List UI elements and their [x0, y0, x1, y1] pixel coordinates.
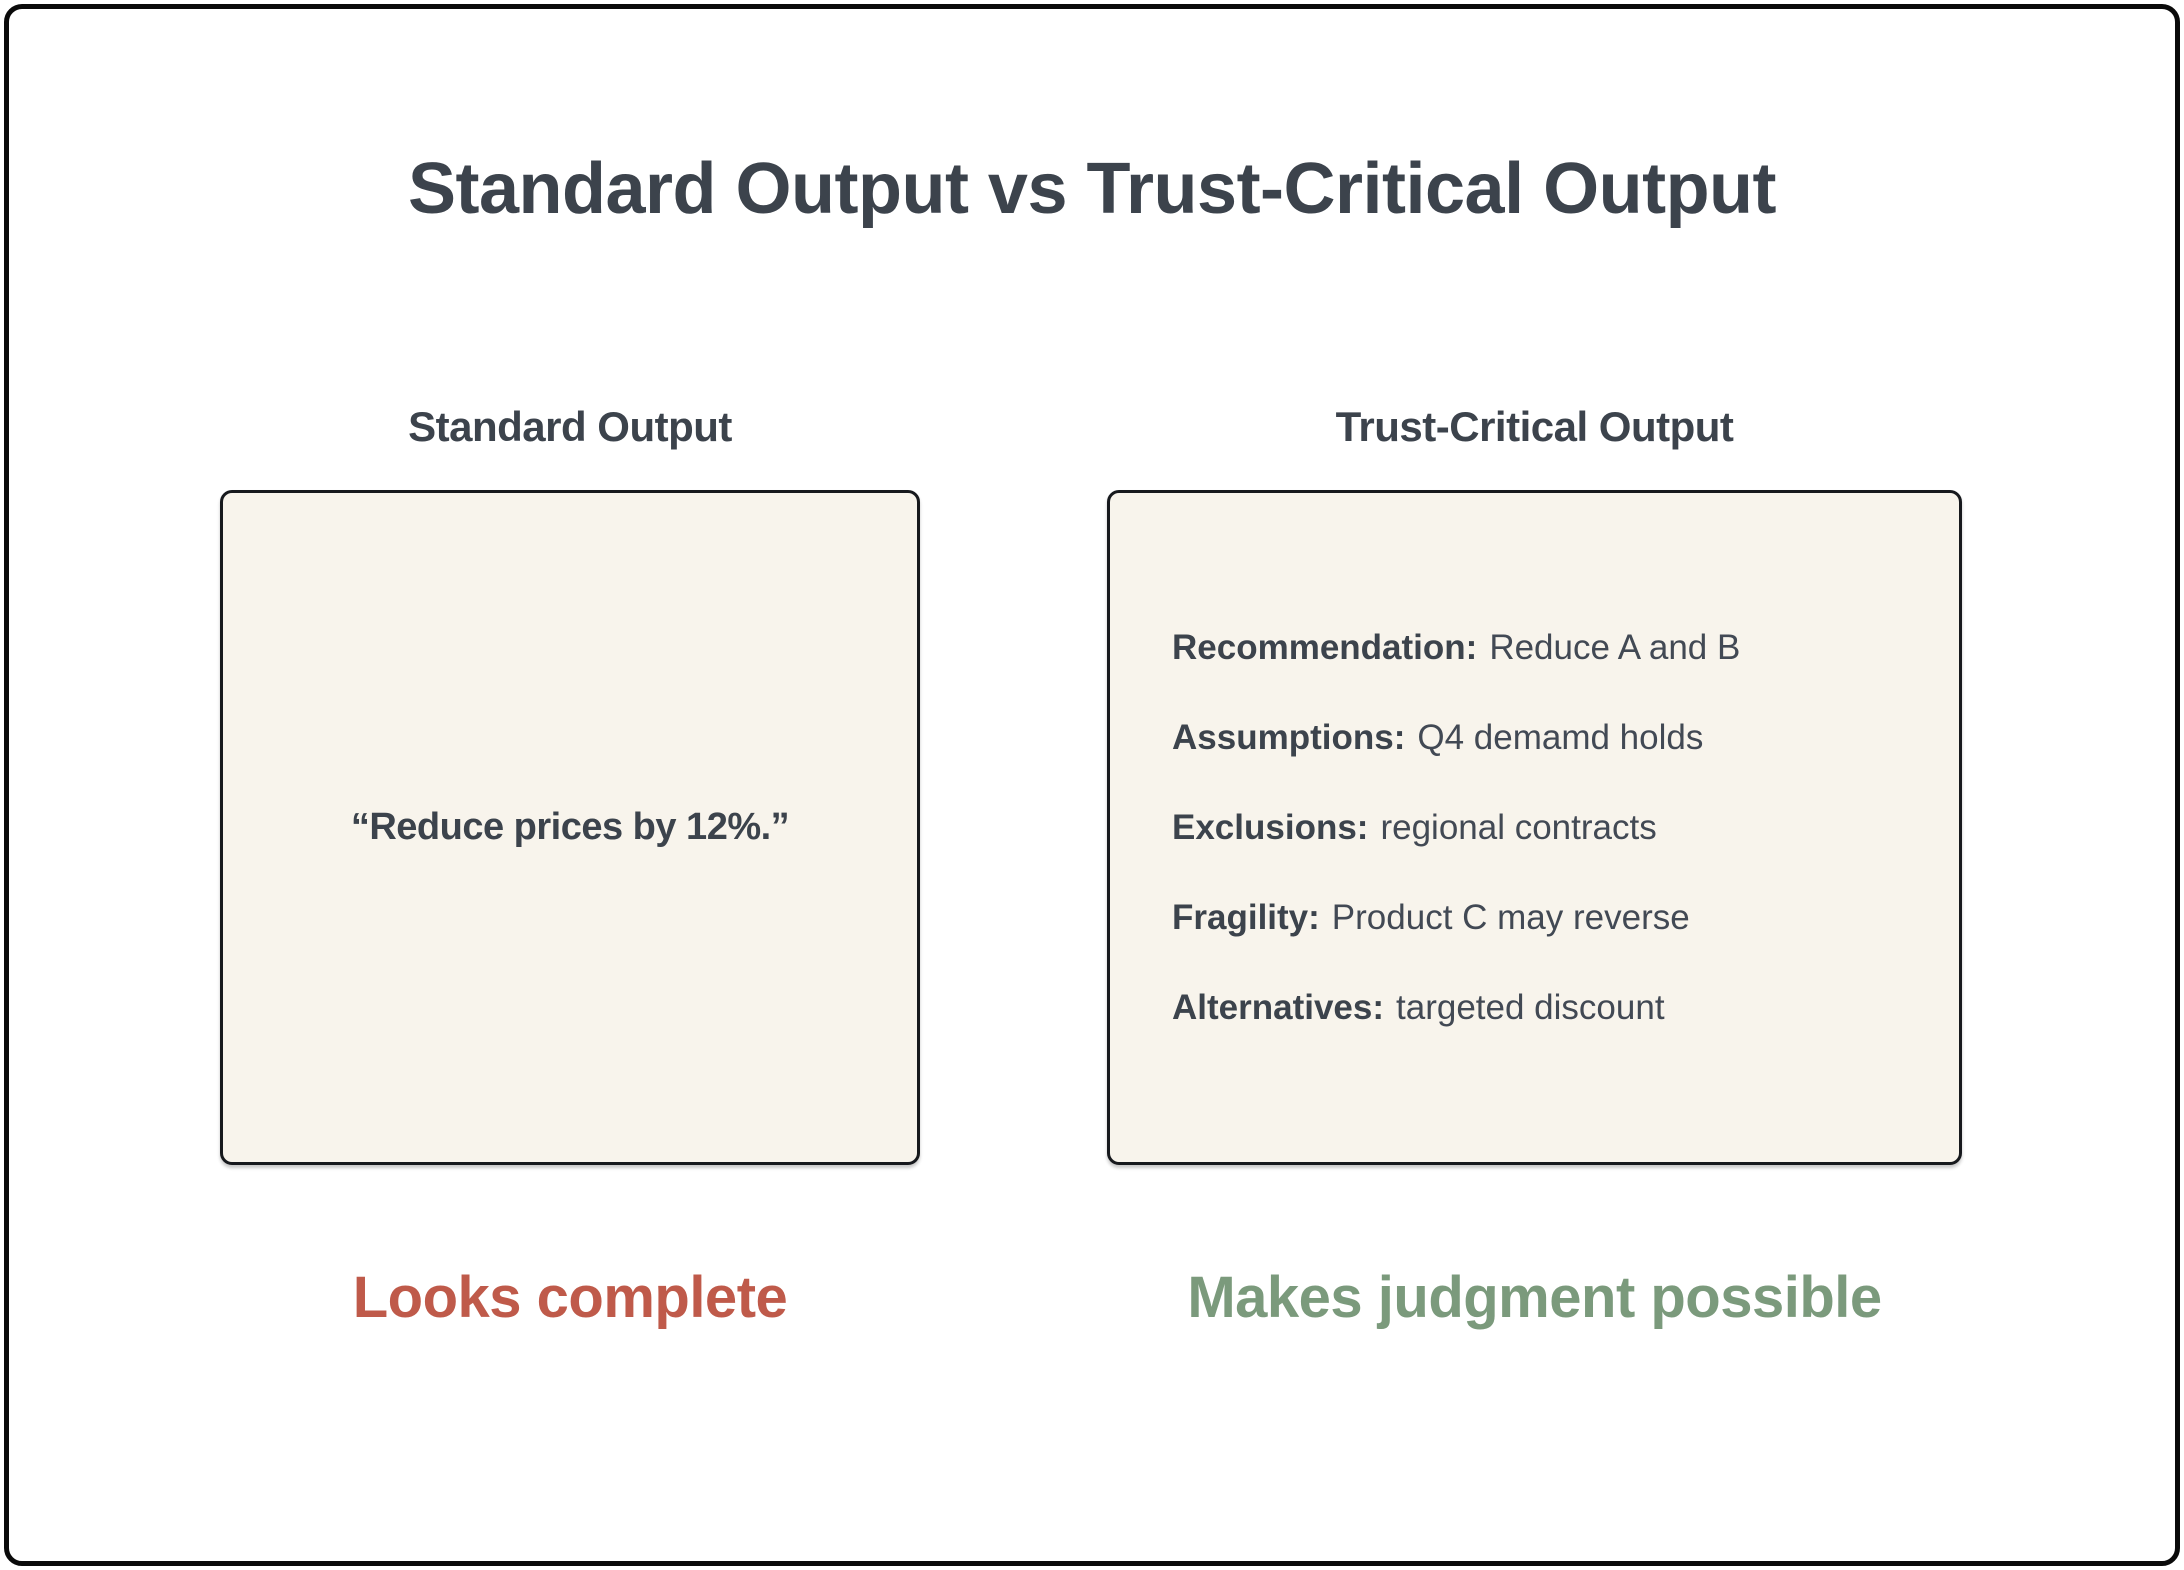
item-label: Assumptions:: [1172, 717, 1406, 757]
item-value: regional contracts: [1380, 807, 1657, 847]
list-item-recommendation: Recommendation: Reduce A and B: [1172, 626, 1919, 670]
diagram-title: Standard Output vs Trust-Critical Output: [407, 149, 1777, 229]
list-item-assumptions: Assumptions: Q4 demamd holds: [1172, 716, 1919, 760]
trust-critical-card: Recommendation: Reduce A and B Assumption…: [1107, 490, 1962, 1165]
list-item-exclusions: Exclusions: regional contracts: [1172, 806, 1919, 850]
trust-critical-column: Trust-Critical Output Recommendation: Red…: [1107, 0, 1962, 1570]
standard-output-caption: Looks complete: [352, 1265, 788, 1330]
standard-output-card: “Reduce prices by 12%.”: [220, 490, 920, 1165]
item-value: Reduce A and B: [1489, 627, 1741, 667]
item-label: Exclusions:: [1172, 807, 1369, 847]
item-value: Product C may reverse: [1331, 897, 1690, 937]
item-value: Q4 demamd holds: [1417, 717, 1704, 757]
list-item-alternatives: Alternatives: targeted discount: [1172, 986, 1919, 1030]
item-label: Fragility:: [1172, 897, 1320, 937]
trust-critical-caption: Makes judgment possible: [1187, 1265, 1882, 1330]
item-value: targeted discount: [1396, 987, 1665, 1027]
item-label: Recommendation:: [1172, 627, 1478, 667]
list-item-fragility: Fragility: Product C may reverse: [1172, 896, 1919, 940]
item-label: Alternatives:: [1172, 987, 1385, 1027]
standard-output-quote: “Reduce prices by 12%.”: [350, 806, 790, 848]
standard-output-header: Standard Output: [408, 403, 732, 450]
trust-critical-header: Trust-Critical Output: [1335, 403, 1734, 450]
standard-output-column: Standard Output “Reduce prices by 12%.” …: [220, 0, 920, 1570]
